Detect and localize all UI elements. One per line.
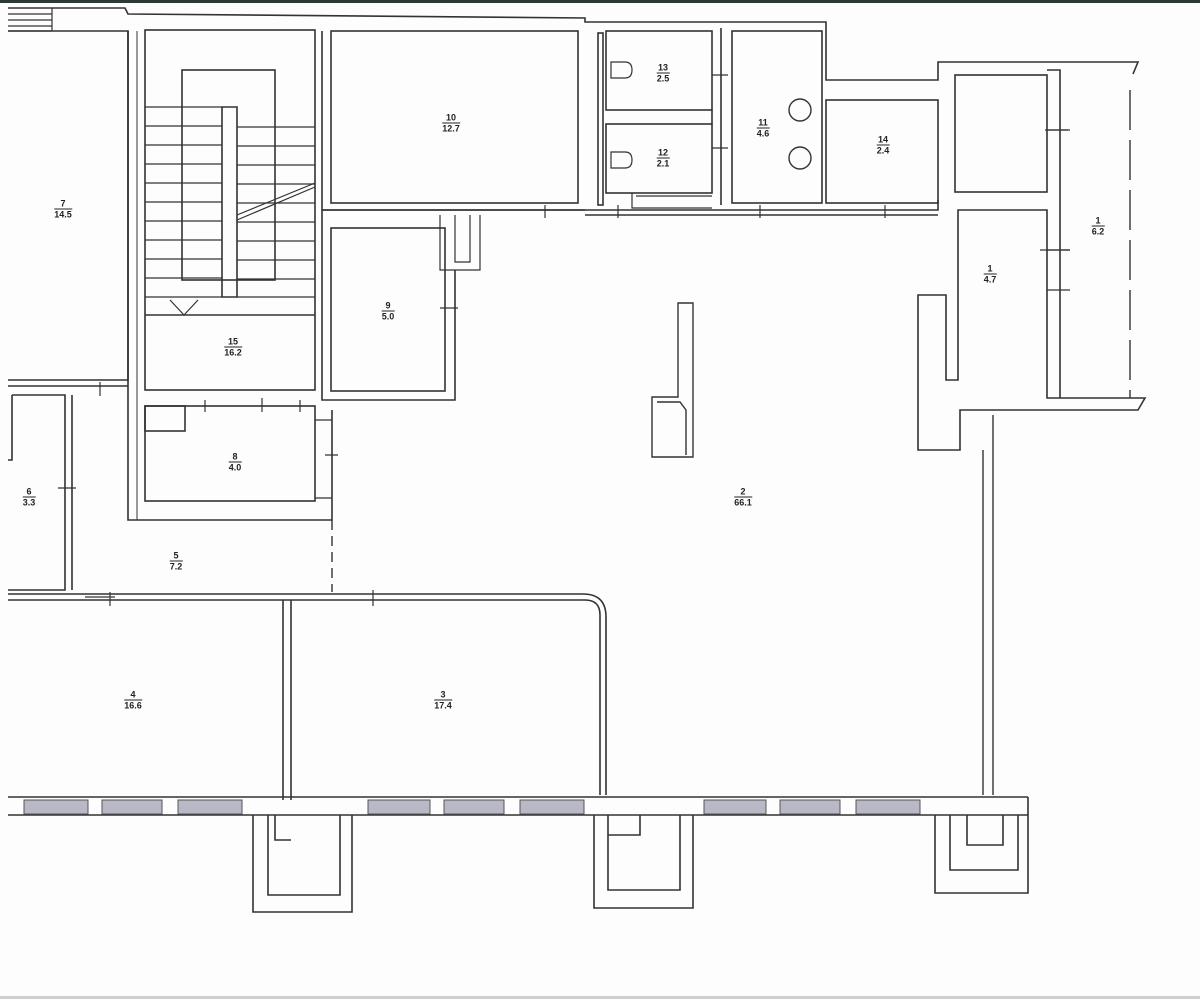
top-border [0,0,1200,3]
stairwell [144,29,316,391]
outer-walls [8,7,1140,387]
bottom-border [0,996,1200,999]
bottom-facade [8,796,1029,913]
